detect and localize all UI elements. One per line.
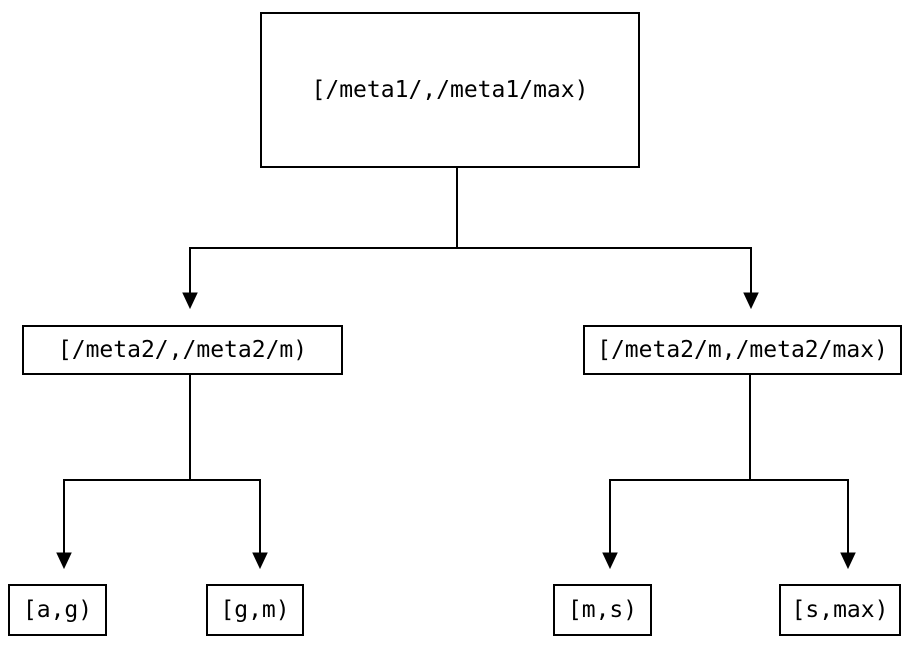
node-meta2-right: [/meta2/m,/meta2/max) <box>583 325 902 375</box>
edge-left-to-ag <box>63 375 191 554</box>
edge-root-to-left <box>189 168 458 294</box>
arrow-down-icon <box>840 552 856 570</box>
node-leaf-ms: [m,s) <box>553 584 652 636</box>
node-leaf-gm-label: [g,m) <box>220 597 290 623</box>
node-leaf-smax: [s,max) <box>779 584 901 636</box>
node-root-label: [/meta1/,/meta1/max) <box>311 77 589 103</box>
arrow-down-icon <box>252 552 268 570</box>
node-meta2-right-label: [/meta2/m,/meta2/max) <box>597 337 888 363</box>
node-leaf-smax-label: [s,max) <box>791 597 889 623</box>
edge-root-to-right <box>456 168 752 294</box>
node-leaf-ag: [a,g) <box>8 584 107 636</box>
arrow-down-icon <box>743 292 759 310</box>
edge-left-to-gm <box>189 375 261 554</box>
edge-right-to-ms <box>609 375 751 554</box>
arrow-down-icon <box>602 552 618 570</box>
node-meta2-left: [/meta2/,/meta2/m) <box>22 325 343 375</box>
node-root: [/meta1/,/meta1/max) <box>260 12 640 168</box>
node-leaf-ag-label: [a,g) <box>22 597 93 623</box>
node-meta2-left-label: [/meta2/,/meta2/m) <box>57 337 308 363</box>
edge-right-to-smax <box>749 375 849 554</box>
node-leaf-ms-label: [m,s) <box>567 597 638 623</box>
arrow-down-icon <box>56 552 72 570</box>
arrow-down-icon <box>182 292 198 310</box>
node-leaf-gm: [g,m) <box>206 584 304 636</box>
